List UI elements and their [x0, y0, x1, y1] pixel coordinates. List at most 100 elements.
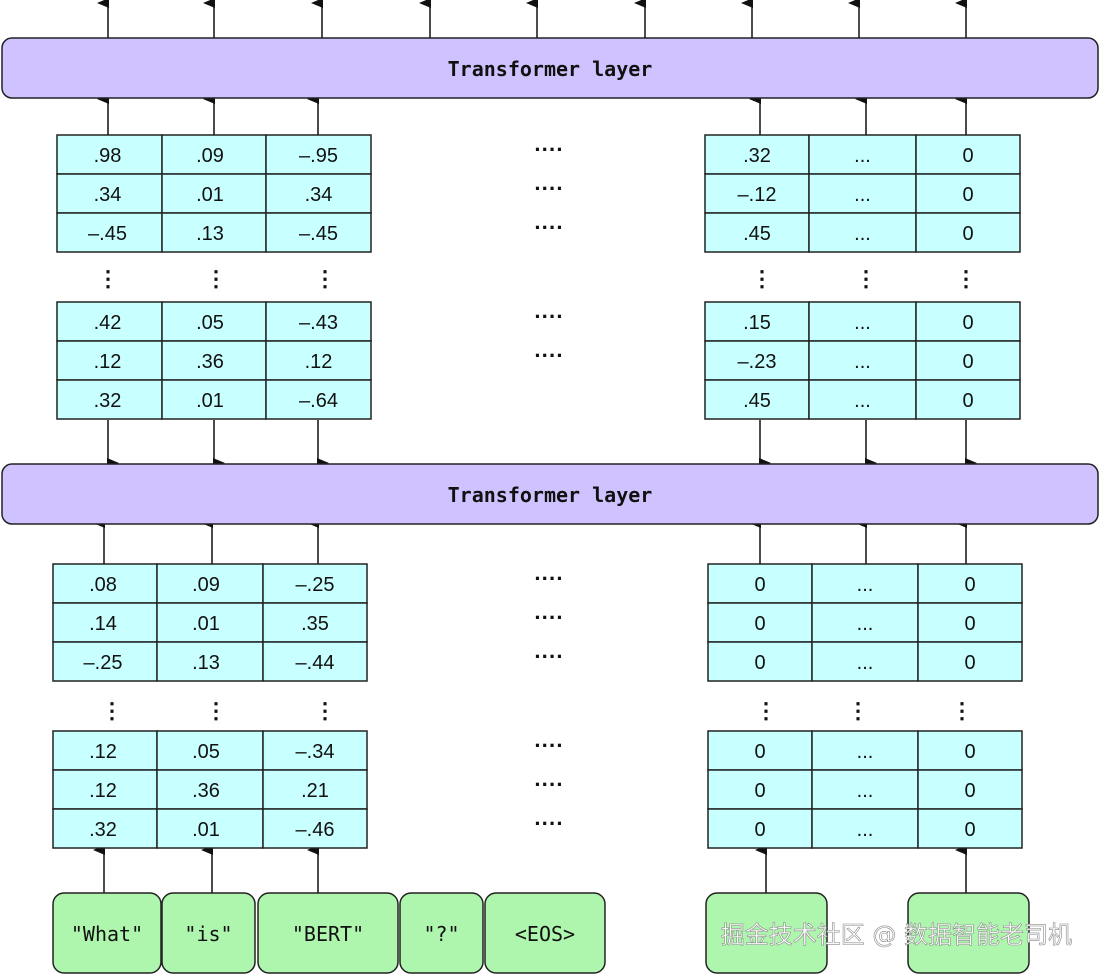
embedding-value: .36 [192, 780, 220, 802]
token-label: "BERT" [292, 922, 364, 946]
embedding-value: .12 [89, 741, 117, 763]
embedding-value: 0 [754, 780, 765, 802]
horizontal-ellipsis: ···· [534, 811, 563, 836]
embedding-value: –.45 [299, 223, 338, 245]
embedding-value: .05 [196, 312, 224, 334]
embedding-cell-right [915, 379, 1021, 420]
embedding-value: 0 [962, 351, 973, 373]
embedding-value: .01 [196, 184, 224, 206]
embedding-value: 0 [962, 184, 973, 206]
embedding-value: ... [854, 184, 871, 206]
embedding-value: 0 [964, 613, 975, 635]
embedding-cell-right [915, 301, 1021, 342]
transformer-layer-label: Transformer layer [448, 483, 653, 507]
embedding-value: .01 [192, 819, 220, 841]
token-label: "?" [423, 922, 459, 946]
embedding-cell-right [808, 340, 917, 381]
embedding-value: –.25 [84, 652, 123, 674]
ellipsis-group: ········································… [97, 137, 977, 836]
embedding-cell-right [808, 212, 917, 253]
embedding-value: ... [857, 613, 874, 635]
vertical-ellipsis: ⋮ [751, 266, 773, 291]
embedding-value: .15 [743, 312, 771, 334]
transformer-layer-label: Transformer layer [448, 57, 653, 81]
vertical-ellipsis: ⋮ [97, 266, 119, 291]
embedding-cell-left [52, 808, 158, 849]
embedding-value: .34 [305, 184, 333, 206]
embedding-value: ... [857, 652, 874, 674]
watermark-text: 掘金技术社区 @ 数据智能老司机 [721, 921, 1072, 949]
embedding-cell-right [915, 340, 1021, 381]
embedding-cell-right [917, 808, 1023, 849]
embedding-cell-right [707, 769, 813, 810]
vertical-ellipsis: ⋮ [205, 698, 227, 723]
embedding-value: –.95 [299, 145, 338, 167]
embedding-value: ... [857, 741, 874, 763]
embedding-value: –.25 [296, 574, 335, 596]
embedding-value: 0 [754, 613, 765, 635]
embedding-cell-left [262, 641, 368, 682]
embedding-cell-left [262, 808, 368, 849]
embedding-cell-right [707, 641, 813, 682]
embedding-cell-right [808, 379, 917, 420]
embedding-value: 0 [964, 574, 975, 596]
embedding-cell-left [265, 379, 372, 420]
vertical-ellipsis: ⋮ [314, 698, 336, 723]
embedding-cell-right [811, 808, 919, 849]
token-label: "What" [71, 922, 143, 946]
token-box [52, 892, 162, 974]
embedding-cell-left [56, 212, 163, 253]
embedding-cell-left [161, 173, 267, 214]
embedding-value: .36 [196, 351, 224, 373]
transformer-layer-box [1, 37, 1099, 99]
horizontal-ellipsis: ···· [534, 215, 563, 240]
embedding-cell-right [704, 173, 810, 214]
vertical-ellipsis: ⋮ [314, 266, 336, 291]
embedding-value: ... [854, 351, 871, 373]
embedding-cell-left [52, 563, 158, 604]
embedding-value: .32 [94, 390, 122, 412]
token-box [907, 892, 1030, 974]
token-box [705, 892, 828, 974]
embedding-cell-right [917, 641, 1023, 682]
horizontal-ellipsis: ···· [534, 566, 563, 591]
vertical-ellipsis: ⋮ [101, 698, 123, 723]
embedding-value: .98 [94, 145, 122, 167]
embedding-value: –.34 [296, 741, 335, 763]
embedding-value: –.64 [299, 390, 338, 412]
embedding-value: .45 [743, 223, 771, 245]
vertical-ellipsis: ⋮ [205, 266, 227, 291]
embedding-value: .13 [196, 223, 224, 245]
embedding-value: –.44 [296, 652, 335, 674]
embedding-value: .12 [89, 780, 117, 802]
embedding-value: .35 [301, 613, 329, 635]
embedding-cell-right [808, 173, 917, 214]
embedding-cell-left [262, 769, 368, 810]
embedding-cell-right [704, 212, 810, 253]
embedding-cell-left [262, 563, 368, 604]
embedding-value: 0 [754, 574, 765, 596]
embedding-cell-left [52, 641, 158, 682]
embedding-cell-left [262, 602, 368, 643]
embedding-value: .12 [94, 351, 122, 373]
embedding-cell-left [156, 808, 264, 849]
token-label: "is" [184, 922, 232, 946]
token-box [161, 892, 256, 974]
embedding-value: ... [857, 819, 874, 841]
horizontal-ellipsis: ···· [534, 176, 563, 201]
embedding-cell-left [265, 173, 372, 214]
embedding-value: 0 [754, 741, 765, 763]
transformer-layer-box [1, 463, 1099, 525]
embedding-cell-right [707, 808, 813, 849]
embedding-cell-left [52, 769, 158, 810]
embedding-value: 0 [754, 652, 765, 674]
token-label: <EOS> [515, 922, 575, 946]
embedding-value: .13 [192, 652, 220, 674]
embedding-cell-left [56, 379, 163, 420]
embedding-value: .05 [192, 741, 220, 763]
embedding-value: ... [854, 312, 871, 334]
tokens-group: "What" "is" "BERT" "?" <EOS> [52, 892, 1030, 974]
horizontal-ellipsis: ···· [534, 772, 563, 797]
vertical-ellipsis: ⋮ [855, 266, 877, 291]
embedding-cell-left [262, 730, 368, 771]
